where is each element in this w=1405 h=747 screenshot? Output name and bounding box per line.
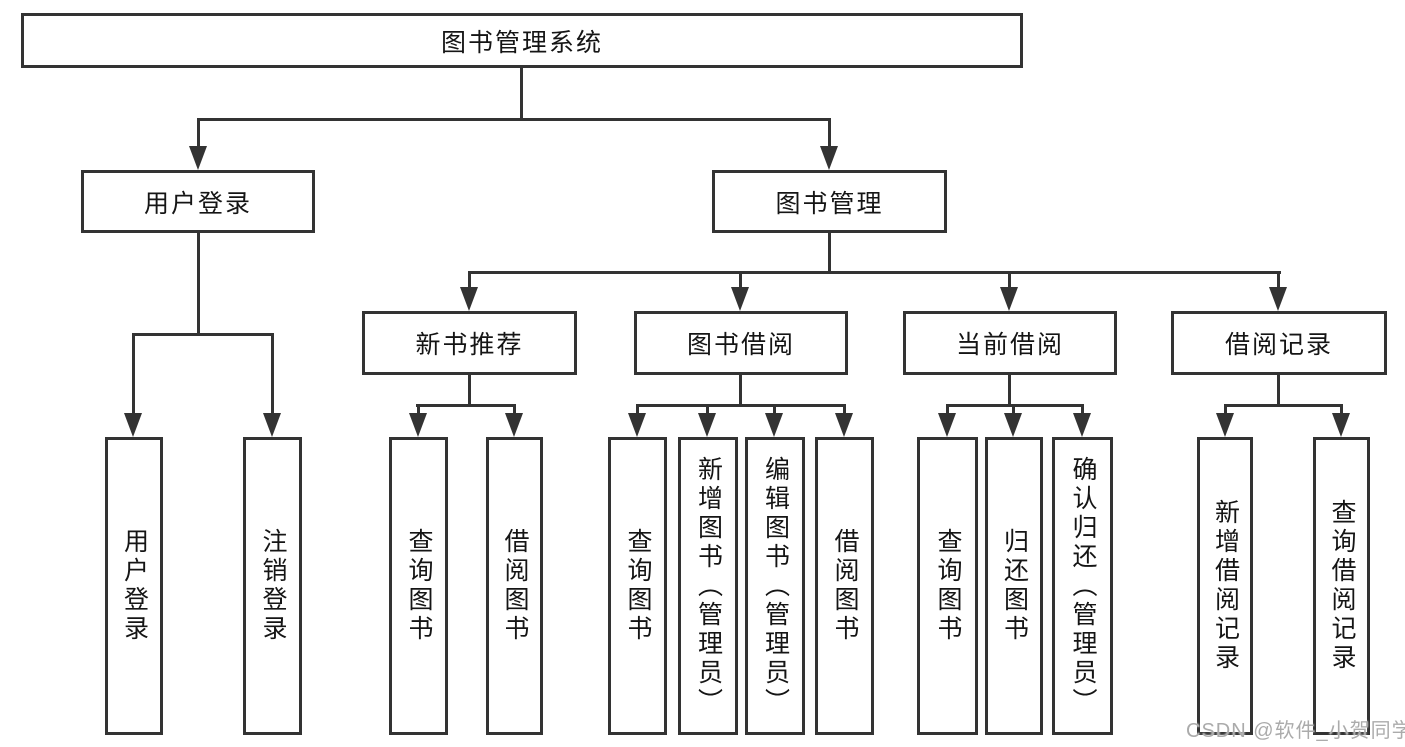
node-label: 借阅记录 <box>1224 331 1333 359</box>
leaf-query-books-borrowing: 查询图书 <box>608 437 667 735</box>
connector-to-book-borrow-group <box>739 271 742 287</box>
connector-stub <box>636 404 639 415</box>
connector-stub <box>417 404 420 415</box>
connector-root-stem <box>520 68 523 120</box>
leaf-confirm-return-admin: 确认归还（管理员） <box>1052 437 1113 735</box>
leaf-label: 查询图书 <box>624 528 652 644</box>
connector-current-borrow-stem <box>1008 375 1011 407</box>
connector-to-borrow-record-group <box>1277 271 1280 287</box>
arrowhead-down-icon <box>505 413 523 437</box>
node-current-borrowing: 当前借阅 <box>903 311 1117 375</box>
node-label: 图书管理系统 <box>440 28 603 57</box>
arrowhead-down-icon <box>731 287 749 311</box>
connector-book-borrow-rail <box>636 404 846 407</box>
leaf-label: 确认归还（管理员） <box>1069 455 1097 717</box>
arrowhead-down-icon <box>263 413 281 437</box>
leaf-label: 编辑图书（管理员） <box>761 455 790 717</box>
node-library-management-system: 图书管理系统 <box>21 13 1023 68</box>
connector-borrow-record-stem <box>1277 375 1280 407</box>
arrowhead-down-icon <box>1000 287 1018 311</box>
connector-borrow-record-rail <box>1224 404 1342 407</box>
arrowhead-down-icon <box>1269 287 1287 311</box>
leaf-borrow-books-recommend: 借阅图书 <box>486 437 543 735</box>
leaf-add-books-admin: 新增图书（管理员） <box>678 437 738 735</box>
leaf-label: 注销登录 <box>259 528 287 644</box>
connector-to-current-borrow-group <box>1008 271 1011 287</box>
leaf-user-login: 用户登录 <box>105 437 163 735</box>
leaf-label: 借阅图书 <box>831 528 859 644</box>
node-label: 新书推荐 <box>415 331 524 359</box>
connector-new-book-stem <box>468 375 471 407</box>
connector-stub <box>513 404 516 415</box>
connector-to-leaf-user-login <box>132 333 135 413</box>
leaf-edit-books-admin: 编辑图书（管理员） <box>745 437 805 735</box>
connector-stub <box>1340 404 1343 415</box>
node-label: 图书管理 <box>775 189 884 218</box>
arrowhead-down-icon <box>765 413 783 437</box>
connector-current-borrow-rail <box>946 404 1084 407</box>
leaf-query-books-recommend: 查询图书 <box>389 437 448 735</box>
connector-stub <box>773 404 776 415</box>
arrowhead-down-icon <box>124 413 142 437</box>
arrowhead-down-icon <box>835 413 853 437</box>
node-book-borrowing: 图书借阅 <box>634 311 848 375</box>
leaf-return-books: 归还图书 <box>985 437 1043 735</box>
arrowhead-down-icon <box>1004 413 1022 437</box>
connector-to-leaf-logout <box>271 333 274 413</box>
arrowhead-down-icon <box>628 413 646 437</box>
arrowhead-down-icon <box>1216 413 1234 437</box>
leaf-label: 新增图书（管理员） <box>694 455 723 717</box>
leaf-label: 新增借阅记录 <box>1211 499 1240 673</box>
connector-stub <box>706 404 709 415</box>
leaf-borrow-books: 借阅图书 <box>815 437 874 735</box>
leaf-label: 借阅图书 <box>501 528 529 644</box>
connector-new-book-rail <box>416 404 516 407</box>
node-label: 当前借阅 <box>955 331 1064 359</box>
node-label: 图书借阅 <box>686 331 795 359</box>
node-label: 用户登录 <box>143 189 252 218</box>
connector-to-user-login <box>197 118 200 148</box>
arrowhead-down-icon <box>409 413 427 437</box>
connector-user-login-stem <box>197 233 200 336</box>
connector-stub <box>1224 404 1227 415</box>
connector-stub <box>843 404 846 415</box>
leaf-label: 用户登录 <box>120 528 149 644</box>
leaf-query-borrow-record: 查询借阅记录 <box>1313 437 1370 735</box>
connector-book-management-stem <box>828 233 831 274</box>
arrowhead-down-icon <box>1073 413 1091 437</box>
node-new-book-recommend: 新书推荐 <box>362 311 577 375</box>
leaf-add-borrow-record: 新增借阅记录 <box>1197 437 1253 735</box>
arrowhead-down-icon <box>698 413 716 437</box>
leaf-label: 查询图书 <box>405 528 433 644</box>
leaf-query-books-current: 查询图书 <box>917 437 978 735</box>
arrowhead-down-icon <box>460 287 478 311</box>
connector-book-borrow-stem <box>739 375 742 407</box>
arrowhead-down-icon <box>820 146 838 170</box>
connector-stub <box>946 404 949 415</box>
connector-root-rail <box>197 118 831 121</box>
leaf-logout: 注销登录 <box>243 437 302 735</box>
arrowhead-down-icon <box>1332 413 1350 437</box>
leaf-label: 查询图书 <box>934 528 962 644</box>
arrowhead-down-icon <box>189 146 207 170</box>
leaf-label: 归还图书 <box>1000 528 1029 644</box>
connector-book-management-rail <box>468 271 1281 274</box>
connector-stub <box>1012 404 1015 415</box>
leaf-label: 查询借阅记录 <box>1328 499 1356 673</box>
connector-to-new-book-group <box>468 271 471 287</box>
connector-stub <box>1081 404 1084 415</box>
node-user-login-branch: 用户登录 <box>81 170 315 233</box>
connector-to-book-management <box>828 118 831 148</box>
arrowhead-down-icon <box>938 413 956 437</box>
csdn-watermark: CSDN @软件_小贺同学 <box>1186 720 1405 742</box>
connector-user-login-rail <box>132 333 274 336</box>
node-borrowing-records: 借阅记录 <box>1171 311 1387 375</box>
node-book-management-branch: 图书管理 <box>712 170 947 233</box>
